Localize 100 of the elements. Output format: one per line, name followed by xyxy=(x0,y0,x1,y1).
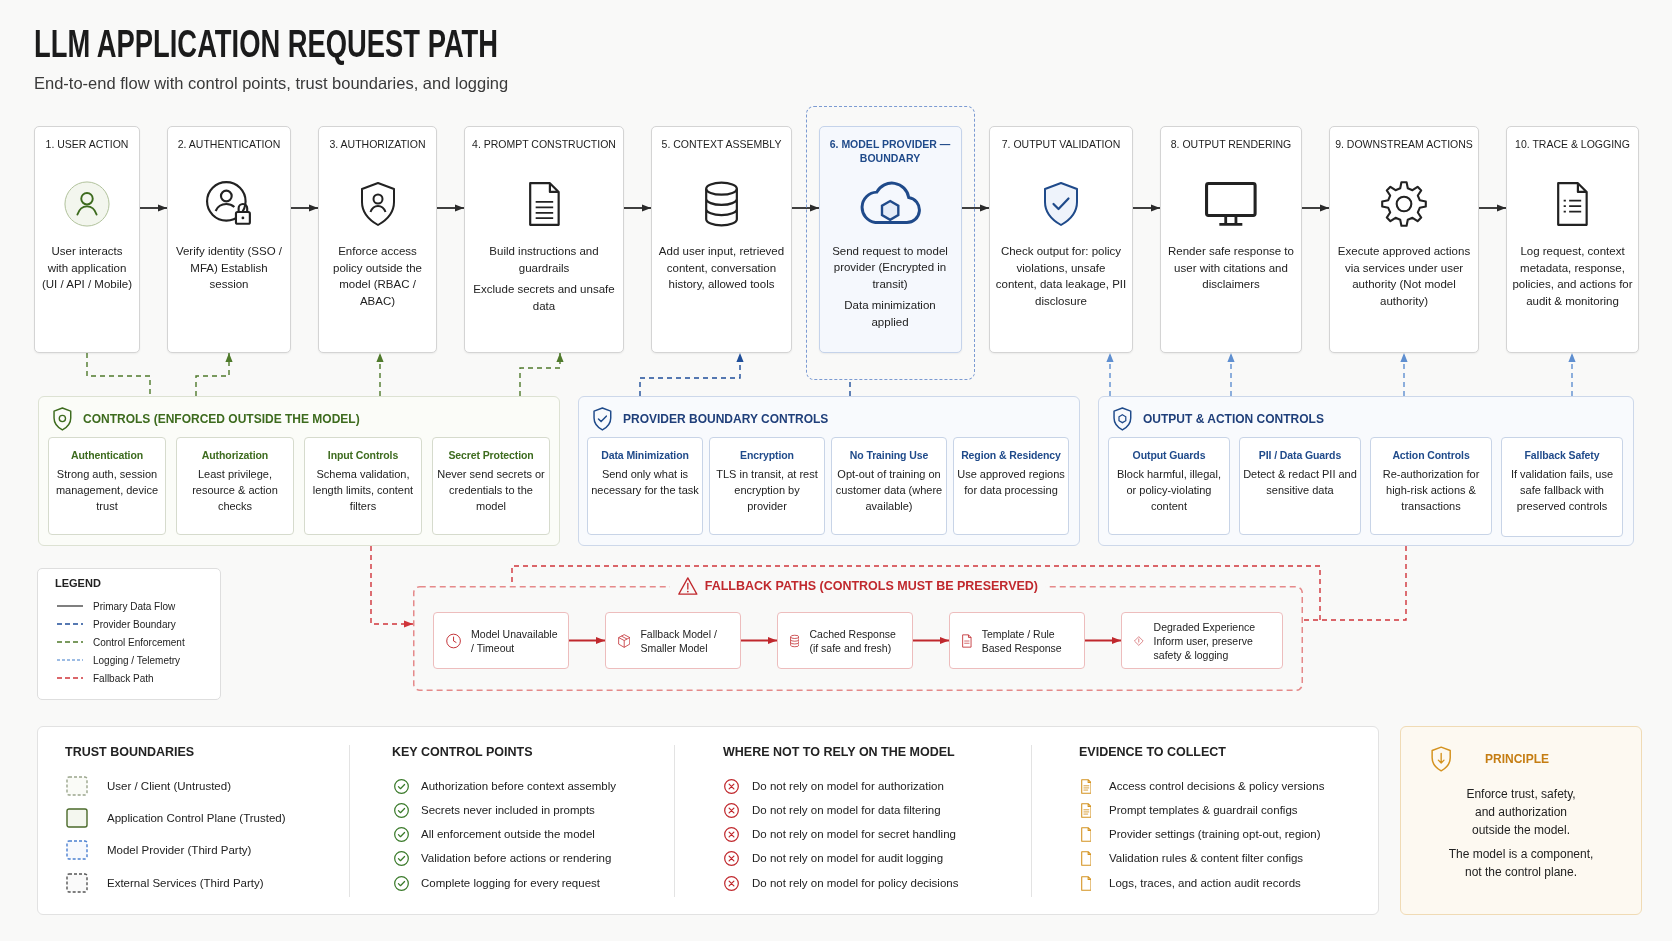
control-card xyxy=(1370,437,1492,535)
fallback-step-box xyxy=(1121,612,1283,669)
process-box xyxy=(464,126,624,353)
dashed-connector-line xyxy=(511,545,1407,621)
step-description: Build instructions and guardrails xyxy=(488,244,600,276)
boundary-box xyxy=(806,106,975,380)
control-card xyxy=(953,437,1069,535)
fallback-step-text: Model Unavailable / Timeout xyxy=(471,626,559,655)
control-group-panel xyxy=(578,396,1080,546)
dashed-arrow xyxy=(1400,352,1408,397)
list-item: Do not rely on model for authorization xyxy=(752,779,944,794)
arrow xyxy=(1478,204,1507,212)
column-heading: KEY CONTROL POINTS xyxy=(392,744,533,760)
fallback-step-text: Template / Rule Based Response xyxy=(981,626,1063,655)
list-item: Do not rely on model for audit logging xyxy=(752,851,944,866)
step-description: User interacts with application (UI / API / Mobile) xyxy=(40,244,134,292)
control-card xyxy=(432,437,550,535)
step-title: 3. AUTHORIZATION xyxy=(329,137,426,151)
process-box xyxy=(818,125,962,353)
control-description: Never send secrets or credentials to the model xyxy=(436,467,546,514)
dashed-connector-line xyxy=(86,352,151,397)
step-title: 4. PROMPT CONSTRUCTION xyxy=(472,137,616,151)
control-description: Strong auth, session management, device trust xyxy=(54,467,160,514)
group-title: CONTROLS (ENFORCED OUTSIDE THE MODEL) xyxy=(83,412,360,427)
arrow xyxy=(436,204,465,212)
dashed-connector-line xyxy=(849,379,851,397)
process-box xyxy=(318,126,437,353)
arrow xyxy=(1301,204,1330,212)
process-box xyxy=(989,126,1133,353)
arrow xyxy=(623,204,652,212)
legend-title: LEGEND xyxy=(55,576,101,590)
step-title: 7. OUTPUT VALIDATION xyxy=(1001,137,1121,151)
column-heading: TRUST BOUNDARIES xyxy=(65,744,195,760)
fallback-step-box xyxy=(433,612,569,669)
legend-label: Control Enforcement xyxy=(93,635,185,649)
fallback-step-box xyxy=(605,612,741,669)
arrow xyxy=(961,204,990,212)
control-title: Authentication xyxy=(70,448,144,462)
arrow xyxy=(1084,636,1122,645)
process-box xyxy=(1329,126,1479,353)
list-item: Secrets never included in prompts xyxy=(421,803,595,818)
dashed-arrow xyxy=(376,352,384,397)
principle-text: The model is a component, not the control plane. xyxy=(1447,846,1595,881)
step-description: Exclude secrets and unsafe data xyxy=(472,282,616,314)
fallback-step-text: Degraded Experience Inform user, preserve safety & logging xyxy=(1153,619,1257,662)
control-description: Opt-out of training on customer data (where available) xyxy=(835,467,943,514)
list-item: Do not rely on model for data filtering xyxy=(752,803,941,818)
dashed-arrow xyxy=(195,352,233,397)
arrow xyxy=(740,636,778,645)
control-description: Block harmful, illegal, or policy-violating content xyxy=(1116,467,1222,514)
control-title: PII / Data Guards xyxy=(1258,448,1342,462)
process-box xyxy=(1506,126,1639,353)
step-title: 10. TRACE & LOGGING xyxy=(1515,137,1630,151)
process-box xyxy=(1160,126,1302,353)
arrow xyxy=(1132,204,1161,212)
principle-text: Enforce trust, safety, and authorization outside the model. xyxy=(1465,786,1577,839)
legend-label: Primary Data Flow xyxy=(93,599,176,613)
list-item: Access control decisions & policy versions xyxy=(1109,779,1325,794)
step-description: Execute approved actions via services under user authority (Not model authority) xyxy=(1336,244,1472,309)
step-title: 8. OUTPUT RENDERING xyxy=(1170,137,1292,151)
control-description: Schema validation, length limits, content filters xyxy=(311,467,415,514)
control-description: If validation fails, use safe fallback with preserved controls xyxy=(1509,467,1615,514)
step-title: 5. CONTEXT ASSEMBLY xyxy=(661,137,782,151)
step-title: 9. DOWNSTREAM ACTIONS xyxy=(1335,137,1473,151)
list-item: Application Control Plane (Trusted) xyxy=(107,811,286,826)
control-description: Re-authorization for high-risk actions & transactions xyxy=(1381,467,1481,514)
principle-panel xyxy=(1400,726,1642,915)
column-heading: EVIDENCE TO COLLECT xyxy=(1079,744,1226,760)
page-title: LLM APPLICATION REQUEST PATH xyxy=(34,22,499,66)
list-item: Do not rely on model for policy decisions xyxy=(752,876,959,891)
list-item: Prompt templates & guardrail configs xyxy=(1109,803,1298,818)
control-description: Send only what is necessary for the task xyxy=(591,467,699,498)
list-item: Do not rely on model for secret handling xyxy=(752,827,956,842)
list-item: User / Client (Untrusted) xyxy=(107,779,231,794)
control-description: Detect & redact PII and sensitive data xyxy=(1243,467,1357,498)
fallback-title: FALLBACK PATHS (CONTROLS MUST BE PRESERVED) xyxy=(704,578,1038,595)
summary-panel xyxy=(37,726,1379,915)
dashed-arrow xyxy=(370,545,414,628)
dashed-arrow xyxy=(1568,352,1576,397)
control-card xyxy=(587,437,703,535)
legend-label: Logging / Telemetry xyxy=(93,653,181,667)
control-card xyxy=(304,437,422,535)
legend-label: Provider Boundary xyxy=(93,617,176,631)
group-title: OUTPUT & ACTION CONTROLS xyxy=(1143,412,1324,427)
control-description: Use approved regions for data processing xyxy=(957,467,1065,498)
control-title: Secret Protection xyxy=(448,448,534,462)
arrow xyxy=(139,204,168,212)
control-card xyxy=(1501,437,1623,537)
process-box xyxy=(167,126,291,353)
list-item: Validation rules & content filter configs xyxy=(1109,851,1304,866)
step-description: Render safe response to user with citations and disclaimers xyxy=(1167,244,1295,292)
list-item: Logs, traces, and action audit records xyxy=(1109,876,1301,891)
step-description: Send request to model provider (Encrypted in transit) xyxy=(831,243,949,292)
arrow xyxy=(568,636,606,645)
fallback-step-text: Cached Response (if safe and fresh) xyxy=(809,626,897,655)
step-description: Log request, context metadata, response, policies, and actions for audit & monitoring xyxy=(1512,244,1633,309)
list-item: All enforcement outside the model xyxy=(421,827,595,842)
control-title: Data Minimization xyxy=(601,448,689,462)
step-description: Data minimization applied xyxy=(843,298,937,330)
list-item: Authorization before context assembly xyxy=(421,779,616,794)
